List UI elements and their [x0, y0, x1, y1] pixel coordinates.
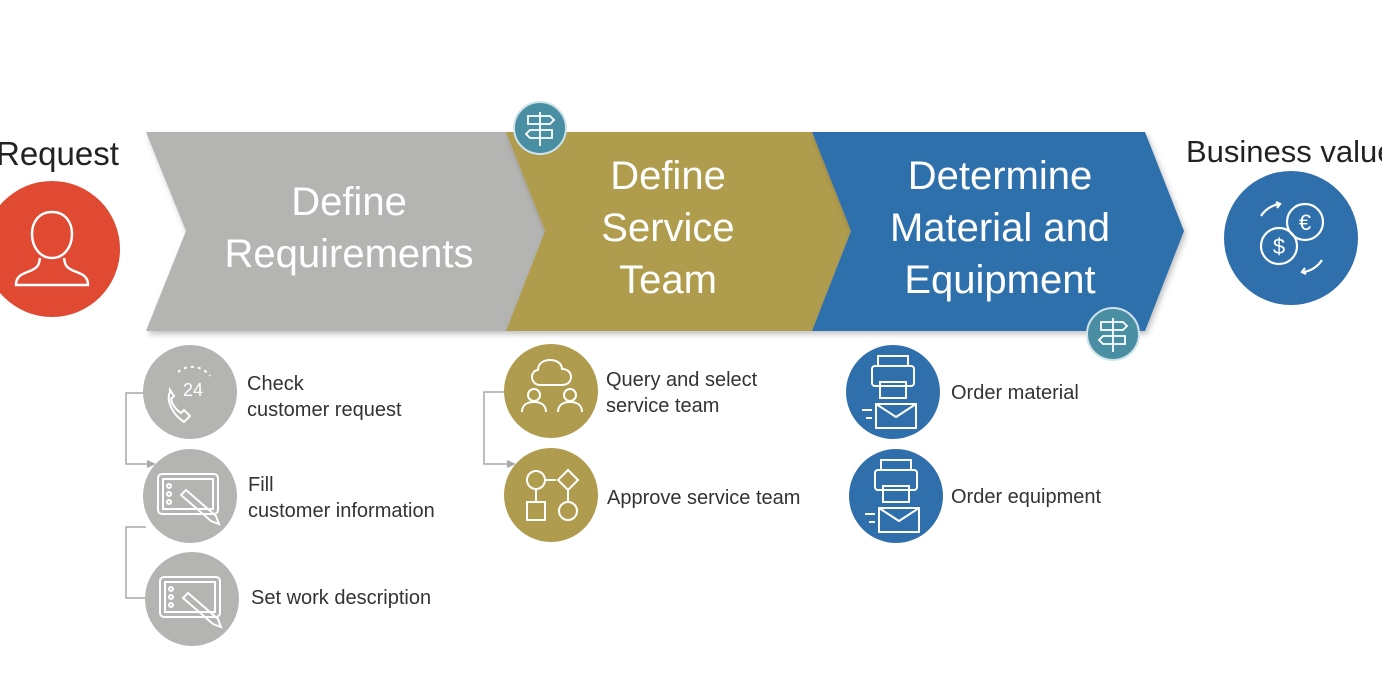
business-value-label: Business value: [1186, 134, 1382, 169]
printer-mail-icon: [849, 449, 943, 543]
tablet-pen-icon: [145, 552, 239, 646]
phone-24-icon: 24: [143, 345, 237, 439]
workflow-icon: [504, 448, 598, 542]
svg-text:€: €: [1299, 210, 1311, 235]
signpost-icon: [513, 101, 567, 155]
step-connector-lines: [125, 391, 508, 599]
step-check-customer-request-label: Check customer request: [247, 371, 402, 423]
printer-mail-icon: [846, 345, 940, 439]
stage-title-line: Team: [619, 258, 717, 302]
team-chat-icon: [504, 344, 598, 438]
step-approve-team-label: Approve service team: [607, 485, 800, 511]
step-fill-customer-info-label: Fill customer information: [248, 472, 435, 524]
stage-determine-material-arrow: [812, 132, 1184, 331]
request-icon-circle: [0, 181, 120, 317]
step-label-line: Set work description: [251, 587, 432, 609]
stage-define-requirements-arrow: [146, 132, 545, 331]
signpost-icon: [1086, 307, 1140, 361]
step-order-material-label: Order material: [951, 380, 1079, 406]
step-label-line: customer request: [247, 399, 402, 421]
step-label-line: Order material: [951, 382, 1079, 404]
stage-title-line: Equipment: [904, 258, 1096, 302]
step-label-line: Order equipment: [951, 486, 1102, 508]
tablet-pen-icon: [143, 449, 237, 543]
stage-title-line: Define: [291, 180, 407, 224]
stage-title-define-service-team: Define Service Team: [545, 150, 791, 306]
person-icon: [14, 210, 90, 287]
stage-title-determine-material: Determine Material and Equipment: [851, 150, 1149, 306]
step-label-line: Approve service team: [607, 487, 801, 509]
step-order-equipment-label: Order equipment: [951, 484, 1101, 510]
request-label: Request: [0, 135, 119, 172]
svg-text:24: 24: [183, 380, 203, 400]
stage-title-line: Material and: [889, 206, 1111, 250]
step-label-line: Fill: [248, 474, 274, 496]
business-value-icon-circle: € $: [1224, 171, 1358, 305]
step-label-line: customer information: [248, 500, 435, 522]
stage-define-service-team-arrow: [506, 132, 851, 331]
stage-title-line: Define: [610, 154, 726, 198]
stage-title-define-requirements: Define Requirements: [186, 176, 512, 280]
stage-title-line: Determine: [907, 154, 1093, 198]
currency-exchange-icon: [1259, 201, 1325, 275]
step-query-select-team-label: Query and select service team: [606, 367, 757, 419]
svg-text:$: $: [1273, 234, 1285, 259]
stage-title-line: Requirements: [224, 232, 474, 276]
step-label-line: Query and select: [606, 369, 758, 391]
step-set-work-description-label: Set work description: [251, 585, 431, 611]
stage-title-line: Service: [601, 206, 735, 250]
step-label-line: service team: [606, 395, 720, 417]
step-label-line: Check: [247, 373, 304, 395]
